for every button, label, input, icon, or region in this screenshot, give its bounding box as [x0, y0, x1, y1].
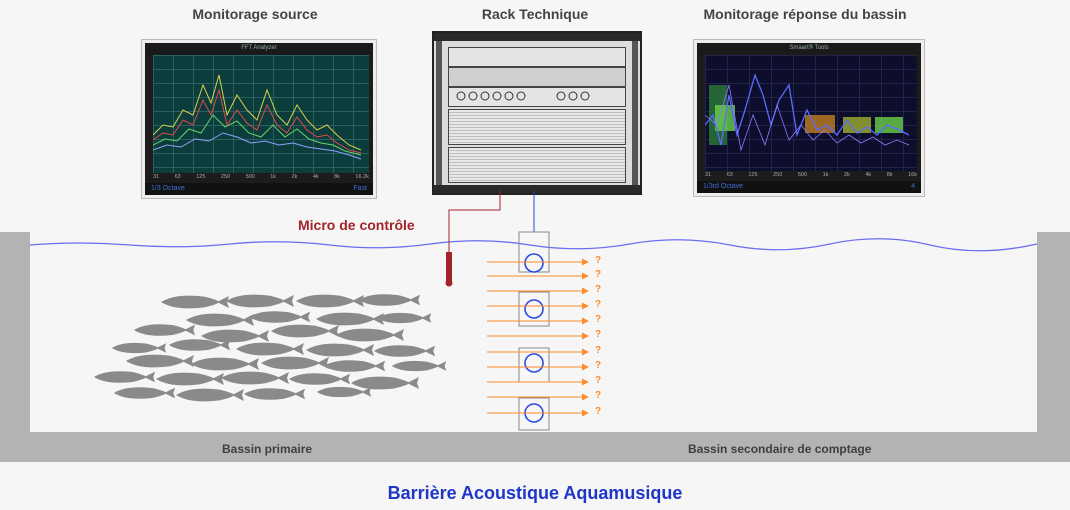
- question-mark: ?: [595, 375, 602, 386]
- rack-bottom-rail: [434, 185, 640, 193]
- fish-13: [111, 342, 167, 354]
- fish-21: [323, 360, 386, 372]
- fish-12: [336, 328, 404, 342]
- arrow-head: [582, 302, 589, 310]
- rack-top-rail: [434, 33, 640, 41]
- arrow-head: [582, 378, 589, 386]
- arrow-head: [582, 393, 589, 401]
- arrow-head: [582, 332, 589, 340]
- fish-16: [306, 343, 374, 357]
- source-spectrum-plot: [152, 55, 369, 173]
- arrow-head: [582, 409, 589, 417]
- fish-31: [316, 386, 372, 398]
- emitter-2: [524, 299, 544, 319]
- arrow-head: [582, 258, 589, 266]
- fish-9: [133, 324, 196, 336]
- fish-19: [191, 357, 259, 371]
- fish-25: [221, 371, 289, 385]
- emitter-1: [524, 253, 544, 273]
- fish-30: [243, 388, 306, 400]
- emitter-3: [524, 353, 544, 373]
- fish-2: [226, 294, 294, 308]
- fish-10: [201, 329, 269, 343]
- rack-unit-processor: [448, 67, 626, 87]
- main-title: Barrière Acoustique Aquamusique: [387, 483, 683, 503]
- fish-23: [93, 371, 156, 383]
- arrow-head: [582, 317, 589, 325]
- source-screen-title: FFT Analyzer: [145, 43, 373, 54]
- fish-28: [113, 387, 176, 399]
- sound-arrows: [487, 258, 589, 417]
- arrow-head: [582, 287, 589, 295]
- fish-1: [161, 295, 229, 309]
- rack-unit-controls: [448, 87, 626, 107]
- micro-cable: [448, 191, 501, 258]
- rack-unit-amplifier-1: [448, 109, 626, 145]
- bassin-averaging-setting: 4: [911, 183, 915, 190]
- fish-27: [351, 376, 419, 390]
- heading-rack: Rack Technique: [481, 6, 589, 22]
- tank-left-wall: [0, 232, 30, 432]
- bassin-screen-toolbar: 1/3rd Octave 4: [697, 181, 921, 193]
- question-mark: ?: [595, 284, 602, 295]
- rack-unit-amplifier-2: [448, 147, 626, 183]
- heading-monitoring-bassin: Monitorage réponse du bassin: [703, 6, 907, 22]
- question-mark: ?: [595, 360, 602, 371]
- tank-right-wall: [1037, 232, 1070, 432]
- question-mark: ?: [595, 406, 602, 417]
- emitter-frames: [518, 231, 550, 431]
- bassin-spectrogram-plot: [704, 55, 917, 171]
- fish-3: [296, 294, 364, 308]
- fish-22: [391, 360, 447, 372]
- source-screen-toolbar: 1/3 Octave Fast: [145, 183, 373, 195]
- technical-rack: [432, 31, 642, 195]
- question-mark: ?: [595, 329, 602, 340]
- arrow-head: [582, 348, 589, 356]
- question-mark: ?: [595, 255, 602, 266]
- fish-14: [168, 339, 231, 351]
- fish-18: [126, 354, 194, 368]
- question-mark: ?: [595, 299, 602, 310]
- bassin-octave-setting: 1/3rd Octave: [703, 183, 744, 190]
- question-mark: ?: [595, 390, 602, 401]
- fish-15: [236, 342, 304, 356]
- fish-17: [373, 345, 436, 357]
- fish-4: [358, 294, 421, 306]
- bassin-screen-title: Smaart® Tools: [697, 43, 921, 54]
- fish-8: [376, 312, 432, 324]
- fish-29: [176, 388, 244, 402]
- fish-7: [316, 312, 384, 326]
- fish-26: [288, 373, 351, 385]
- fish-24: [156, 372, 224, 386]
- question-mark: ?: [595, 314, 602, 325]
- arrow-head: [582, 363, 589, 371]
- bassin-spectrum-curves: [704, 72, 910, 152]
- heading-monitoring-source: Monitorage source: [192, 6, 318, 22]
- label-bassin-secondaire: Bassin secondaire de comptage: [688, 442, 872, 456]
- source-spectrum-curves: [152, 74, 362, 160]
- source-octave-setting: 1/3 Octave: [151, 185, 185, 192]
- fish-6: [248, 311, 311, 323]
- arrow-head: [582, 272, 589, 280]
- water-surface-line: [29, 238, 1038, 252]
- label-bassin-primaire: Bassin primaire: [222, 442, 313, 456]
- fish-school: [93, 294, 447, 402]
- micro-label: Micro de contrôle: [298, 217, 415, 233]
- source-speed-setting: Fast: [353, 185, 367, 192]
- tank-floor: [0, 432, 1070, 462]
- fish-11: [271, 324, 339, 338]
- question-mark: ?: [595, 345, 602, 356]
- fish-5: [186, 313, 254, 327]
- monitor-microphone: [446, 252, 452, 282]
- question-mark: ?: [595, 269, 602, 280]
- fish-20: [261, 356, 329, 370]
- rack-unit-patch: [448, 47, 626, 67]
